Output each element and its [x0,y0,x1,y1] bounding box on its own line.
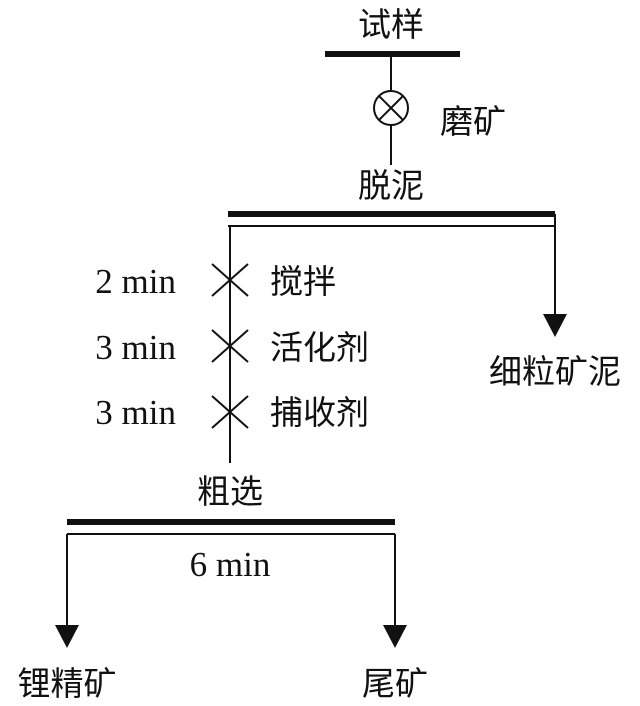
step-2-label: 活化剂 [270,328,369,367]
sample-label: 试样 [358,5,424,44]
step-2-time: 3 min [95,328,176,367]
tailings-label: 尾矿 [362,664,428,703]
step-3-time: 3 min [95,393,176,432]
concentrate-arrow [55,625,79,648]
tailings-arrow [383,625,407,648]
step-3-label: 捕收剂 [270,393,369,432]
step-1-label: 搅拌 [270,262,336,301]
step-1-cross-icon [211,263,249,297]
rougher-time: 6 min [190,545,271,584]
grinding-label: 磨矿 [440,102,506,141]
step-2-cross-icon [211,329,249,363]
desliming-label: 脱泥 [358,166,424,205]
grinding-symbol [373,90,409,126]
slime-label: 细粒矿泥 [489,352,621,391]
concentrate-label: 锂精矿 [18,664,117,703]
rougher-label: 粗选 [197,472,263,511]
step-3-cross-icon [211,395,249,429]
step-1-time: 2 min [95,262,176,301]
slime-arrow [543,314,567,337]
